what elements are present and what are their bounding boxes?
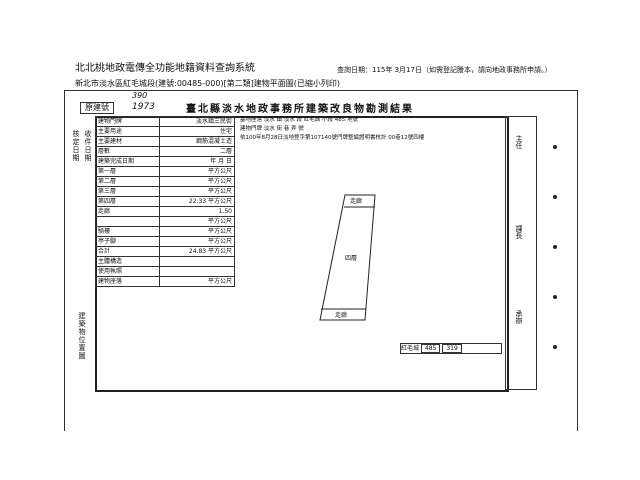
table-row: 第二層平方公尺 bbox=[95, 176, 236, 187]
cell-label: 走廊 bbox=[95, 206, 160, 217]
cell-value: 住宅 bbox=[158, 126, 236, 137]
punch-hole-icon bbox=[553, 145, 557, 149]
right-label: 課長 bbox=[515, 225, 523, 239]
cell-label: 層數 bbox=[95, 146, 160, 157]
cell-label: 第四層 bbox=[95, 196, 160, 207]
cell-value: 平方公尺 bbox=[158, 276, 236, 287]
table-row: 建物座落平方公尺 bbox=[95, 276, 236, 287]
cell-value: 年 月 日 bbox=[158, 156, 236, 167]
table-row: 第一層平方公尺 bbox=[95, 166, 236, 177]
cell-label: 第二層 bbox=[95, 176, 160, 187]
cell-value: 平方公尺 bbox=[158, 236, 236, 247]
punch-hole-icon bbox=[553, 295, 557, 299]
table-row: 主體構造 bbox=[95, 256, 236, 267]
cell-label: 第一層 bbox=[95, 166, 160, 177]
cell-label bbox=[95, 216, 160, 227]
cell-label: 建物門牌 bbox=[95, 116, 160, 127]
cell-label: 主要用途 bbox=[95, 126, 160, 137]
cell-value: 淡水鎮三民街 bbox=[158, 116, 236, 127]
system-title: 北北桃地政電傳全功能地籍資料查詢系統 bbox=[75, 63, 255, 74]
plan-label: 走廊 bbox=[335, 312, 348, 319]
cell-value: 鋼筋混凝土造 bbox=[158, 136, 236, 147]
floor-plan bbox=[319, 194, 376, 321]
cell-value bbox=[158, 266, 236, 277]
punch-hole-icon bbox=[553, 345, 557, 349]
left-label: 收件日期 bbox=[84, 130, 92, 162]
cell-value: 1.50 bbox=[158, 206, 236, 217]
left-label: 建築物位置圖 bbox=[78, 312, 86, 360]
info-line: 建物門牌 淡水 街 巷 弄 號 bbox=[240, 126, 304, 132]
table-row: 使用執照 bbox=[95, 266, 236, 277]
old-number: 1973 bbox=[132, 102, 155, 112]
table-row: 建築完成日期年 月 日 bbox=[95, 156, 236, 167]
cell-value: 平方公尺 bbox=[158, 166, 236, 177]
punch-hole-icon bbox=[553, 195, 557, 199]
stamp-value: 319 bbox=[442, 344, 462, 353]
cell-label: 使用執照 bbox=[95, 266, 160, 277]
info-line: 依100年8月28日淡地登字第107140號門牌整編證明書核計 00巷12號四樓 bbox=[240, 135, 425, 141]
table-row: 層數二層 bbox=[95, 146, 236, 157]
table-row: 騎樓平方公尺 bbox=[95, 226, 236, 237]
cell-value: 平方公尺 bbox=[158, 176, 236, 187]
cell-label: 建物座落 bbox=[95, 276, 160, 287]
cell-value: 二層 bbox=[158, 146, 236, 157]
document-subtitle: 新北市淡水區紅毛城段(建號:00485-000)[第二類]建物平面圖(已縮小列印… bbox=[75, 79, 341, 88]
query-date: 查詢日期：115年 3月17日（如需登記謄本，請向地政事務所申請。） bbox=[337, 66, 552, 74]
cell-value: 平方公尺 bbox=[158, 226, 236, 237]
info-line: 基地座落 淡水 鎮 淡水 段 紅毛城 小段 485 地號 bbox=[240, 117, 358, 123]
cell-value: 平方公尺 bbox=[158, 186, 236, 197]
cell-label: 第三層 bbox=[95, 186, 160, 197]
building-info-table: 建物門牌淡水鎮三民街主要用途住宅主要建材鋼筋混凝土造層數二層建築完成日期年 月 … bbox=[95, 116, 236, 287]
cell-value: 24.83 平方公尺 bbox=[158, 246, 236, 257]
right-label: 主任 bbox=[515, 135, 523, 149]
scan-title: 臺北縣淡水地政事務所建築改良物勘測結果 bbox=[186, 104, 414, 115]
cell-label: 亭子腳 bbox=[95, 236, 160, 247]
right-label: 承辦 bbox=[515, 310, 523, 324]
table-row: 亭子腳平方公尺 bbox=[95, 236, 236, 247]
cell-label: 合計 bbox=[95, 246, 160, 257]
stamp-label: 紅毛城 bbox=[401, 345, 420, 352]
punch-hole-icon bbox=[553, 245, 557, 249]
cell-value: 22.33 平方公尺 bbox=[158, 196, 236, 207]
old-number-top: 390 bbox=[132, 91, 148, 100]
cell-label: 騎樓 bbox=[95, 226, 160, 237]
cell-label: 主要建材 bbox=[95, 136, 160, 147]
table-row: 主要建材鋼筋混凝土造 bbox=[95, 136, 236, 147]
table-row: 第三層平方公尺 bbox=[95, 186, 236, 197]
table-row: 平方公尺 bbox=[95, 216, 236, 227]
cell-value: 平方公尺 bbox=[158, 216, 236, 227]
stamp-box: 紅毛城 485 319 bbox=[400, 343, 502, 354]
cell-label: 主體構造 bbox=[95, 256, 160, 267]
table-row: 建物門牌淡水鎮三民街 bbox=[95, 116, 236, 127]
cell-label: 建築完成日期 bbox=[95, 156, 160, 167]
site-info: 基地座落 淡水 鎮 淡水 段 紅毛城 小段 485 地號 建物門牌 淡水 街 巷… bbox=[240, 116, 424, 143]
approval-column bbox=[505, 116, 537, 390]
old-number-label: 原建號 bbox=[80, 102, 114, 114]
scanned-document bbox=[64, 90, 578, 431]
left-label: 核定日期 bbox=[72, 130, 80, 162]
cell-value bbox=[158, 256, 236, 267]
table-row: 主要用途住宅 bbox=[95, 126, 236, 137]
plan-label: 四層 bbox=[345, 255, 358, 262]
stamp-value: 485 bbox=[420, 344, 441, 353]
plan-label: 走廊 bbox=[350, 198, 363, 205]
